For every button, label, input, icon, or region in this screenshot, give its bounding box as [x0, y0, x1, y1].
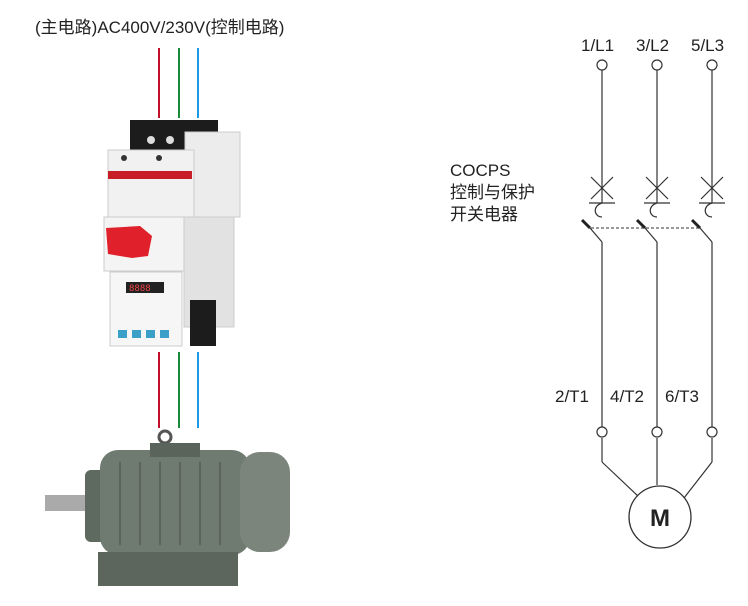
motor-symbol-label: M [650, 505, 670, 532]
terminal-label-l1: 1/L1 [581, 36, 614, 55]
thermal-loop [704, 202, 713, 218]
supply-wires [158, 48, 199, 118]
device-label-line3: 开关电器 [450, 205, 518, 224]
terminal-circle [651, 426, 663, 438]
terminal-circle [706, 59, 718, 71]
switch-blade [589, 227, 603, 243]
device-label-line2: 控制与保护 [450, 183, 535, 202]
terminal-label-l3: 5/L3 [691, 36, 724, 55]
terminal-label-t2: 4/T2 [610, 387, 644, 406]
terminal-label-t3: 6/T3 [665, 387, 699, 406]
motor-symbol: M [601, 438, 713, 549]
terminal-circle [596, 59, 608, 71]
switch-blade [699, 227, 713, 243]
terminal-circle [596, 426, 608, 438]
svg-text:8888: 8888 [129, 284, 151, 294]
terminal-label-l2: 3/L2 [636, 36, 669, 55]
phase-1 [580, 59, 615, 438]
phase-3 [690, 59, 725, 438]
voltage-caption: (主电路)AC400V/230V(控制电路) [35, 18, 284, 37]
motor-image [45, 429, 290, 586]
terminal-circle [706, 426, 718, 438]
motor-wires [158, 352, 199, 428]
terminal-circle [651, 59, 663, 71]
phase-2 [635, 59, 670, 438]
thermal-loop [649, 202, 658, 218]
device-label-model: COCPS [450, 161, 510, 180]
thermal-loop [594, 202, 603, 218]
schematic-phases [580, 59, 725, 438]
switch-blade [644, 227, 658, 243]
cocps-device-image: 8888 [103, 120, 241, 347]
terminal-label-t1: 2/T1 [555, 387, 589, 406]
